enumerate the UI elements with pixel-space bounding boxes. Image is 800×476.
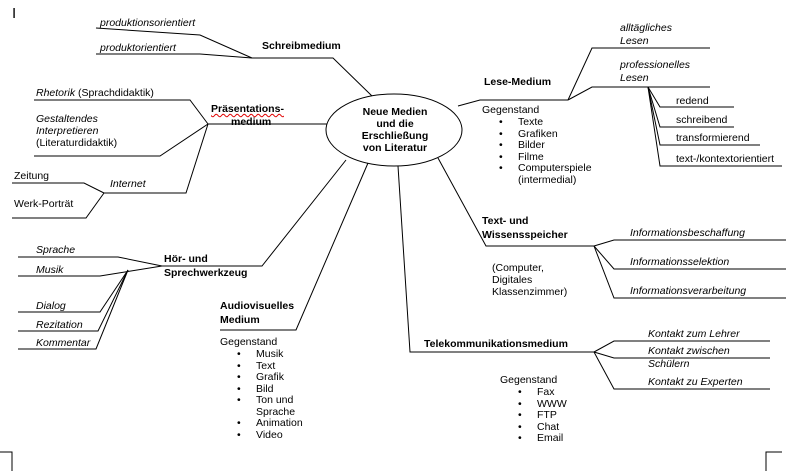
rhetorik-normal: (Sprachdidaktik) [78, 87, 154, 99]
werk-portraet-label: Werk-Porträt [14, 198, 74, 210]
tele-item: Kontakt zu Experten [648, 376, 743, 388]
prof-item: text-/kontextorientiert [676, 153, 775, 165]
textwissen-title-1: Text- und [482, 215, 529, 227]
center-line: von Literatur [362, 142, 428, 154]
list-item: Email [518, 432, 567, 445]
list-item: FTP [518, 409, 567, 422]
text-cursor-mark: I [12, 5, 17, 22]
schreib-item: produktionsorientiert [100, 17, 196, 29]
gestaltendes-2: Interpretieren [36, 125, 99, 137]
lese-list: Texte Grafiken Bilder Filme Computerspie… [499, 116, 592, 186]
center-ellipse [325, 93, 463, 167]
list-item: Chat [518, 421, 567, 434]
audiovisuell-gegenstand: Gegenstand [220, 336, 278, 348]
list-item-line: Sprache [256, 405, 296, 418]
tele-item: Kontakt zwischen [648, 345, 730, 357]
center-line: und die [376, 118, 414, 130]
tele-list: Fax WWW FTP Chat Email [518, 386, 567, 445]
alltaeglich-1: alltägliches [620, 22, 672, 34]
list-item: Bild [237, 383, 303, 396]
hoer-item-dialog: Dialog [36, 300, 66, 312]
prof-item: schreibend [676, 114, 728, 126]
schreibmedium-title: Schreibmedium [262, 40, 341, 52]
professionell-2: Lesen [620, 72, 649, 84]
lese-gegenstand: Gegenstand [482, 104, 540, 116]
zeitung-label: Zeitung [14, 170, 50, 182]
center-topic: Neue Medien und die Erschließung von Lit… [345, 106, 445, 154]
list-item: WWW [518, 398, 567, 411]
list-item: Animation [237, 417, 303, 430]
praesentation-title-1: Präsentations- [211, 103, 284, 115]
center-line: Neue Medien [362, 106, 428, 118]
tele-item: Kontakt zum Lehrer [648, 328, 740, 340]
info-item: Informationsverarbeitung [630, 285, 747, 297]
list-item: Musik [237, 348, 303, 361]
textwissen-title-2: Wissensspeicher [482, 229, 568, 241]
gestaltendes-3: (Literaturdidaktik) [36, 137, 118, 149]
textwissen-sub-3: Klassenzimmer) [492, 286, 568, 298]
list-item: Text [237, 360, 303, 373]
list-item-line: (intermedial) [518, 173, 577, 186]
list-item: Grafik [237, 371, 303, 384]
audiovisuell-title-1: Audiovisuelles [220, 300, 295, 312]
list-item: Grafiken [499, 128, 592, 141]
praesentation-title-text: Präsentations- [211, 103, 284, 115]
list-item: Filme [499, 151, 592, 164]
list-item: Texte [499, 116, 592, 129]
gestaltendes-1: Gestaltendes [36, 113, 98, 125]
list-item: Fax [518, 386, 567, 399]
internet-label: Internet [110, 178, 146, 190]
praesentation-title-2: medium [231, 116, 272, 128]
hoer-item-rezitation: Rezitation [36, 319, 83, 331]
textwissen-sub-2: Digitales [492, 274, 533, 286]
info-item: Informationsselektion [630, 256, 730, 268]
list-item-line: Computerspiele [518, 162, 592, 174]
alltaeglich-2: Lesen [620, 35, 649, 47]
prof-item: redend [676, 95, 709, 107]
list-item: Computerspiele(intermedial) [499, 162, 592, 186]
rhetorik-italic: Rhetorik [36, 87, 76, 99]
rhetorik-label: Rhetorik (Sprachdidaktik) [36, 87, 154, 99]
hoer-item-kommentar: Kommentar [36, 337, 91, 349]
schreib-item: produktorientiert [100, 42, 176, 54]
info-item: Informationsbeschaffung [630, 227, 745, 239]
list-item: Video [237, 429, 303, 442]
professionell-1: professionelles [620, 59, 691, 71]
hoer-title-1: Hör- und [164, 253, 208, 265]
list-item-line: Ton und [256, 394, 294, 406]
center-line: Erschließung [361, 130, 429, 142]
audiovisuell-title-2: Medium [220, 314, 260, 326]
hoer-item-musik: Musik [36, 264, 64, 276]
hoer-item-sprache: Sprache [36, 244, 76, 256]
lese-title: Lese-Medium [484, 76, 552, 88]
tele-gegenstand: Gegenstand [500, 374, 558, 386]
tele-title: Telekommunikationsmedium [424, 338, 568, 350]
textwissen-sub-1: (Computer, [492, 262, 544, 274]
prof-item: transformierend [676, 132, 750, 144]
tele-item: Schülern [648, 358, 690, 370]
list-item: Bilder [499, 139, 592, 152]
hoer-title-2: Sprechwerkzeug [164, 267, 248, 279]
